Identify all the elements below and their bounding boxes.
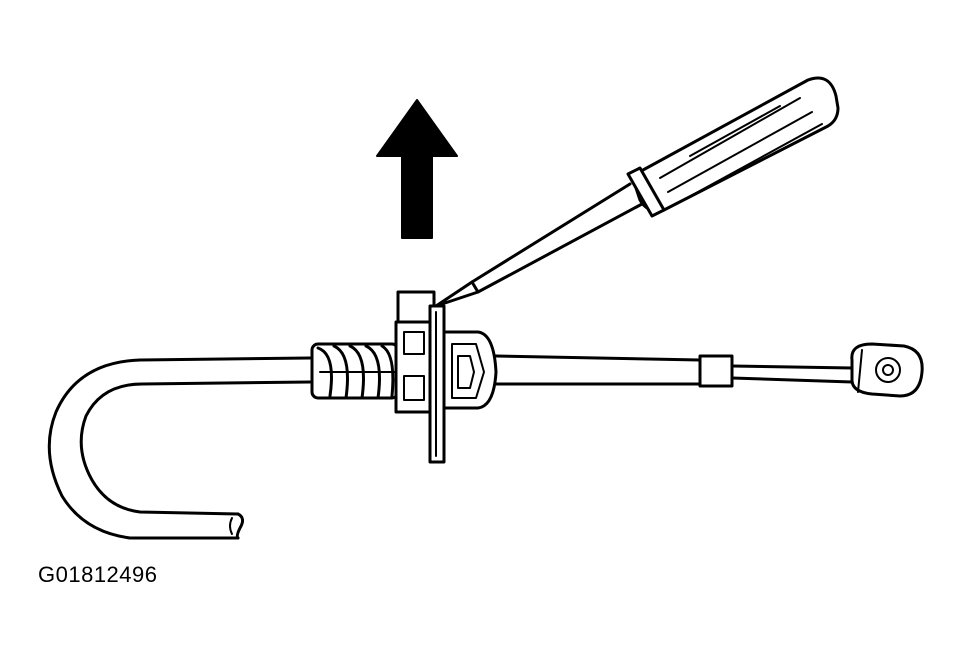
shift-cable [47,290,924,540]
up-arrow-icon [376,99,458,239]
figure-id-label: G01812496 [38,562,158,587]
screwdriver-icon [434,76,840,308]
